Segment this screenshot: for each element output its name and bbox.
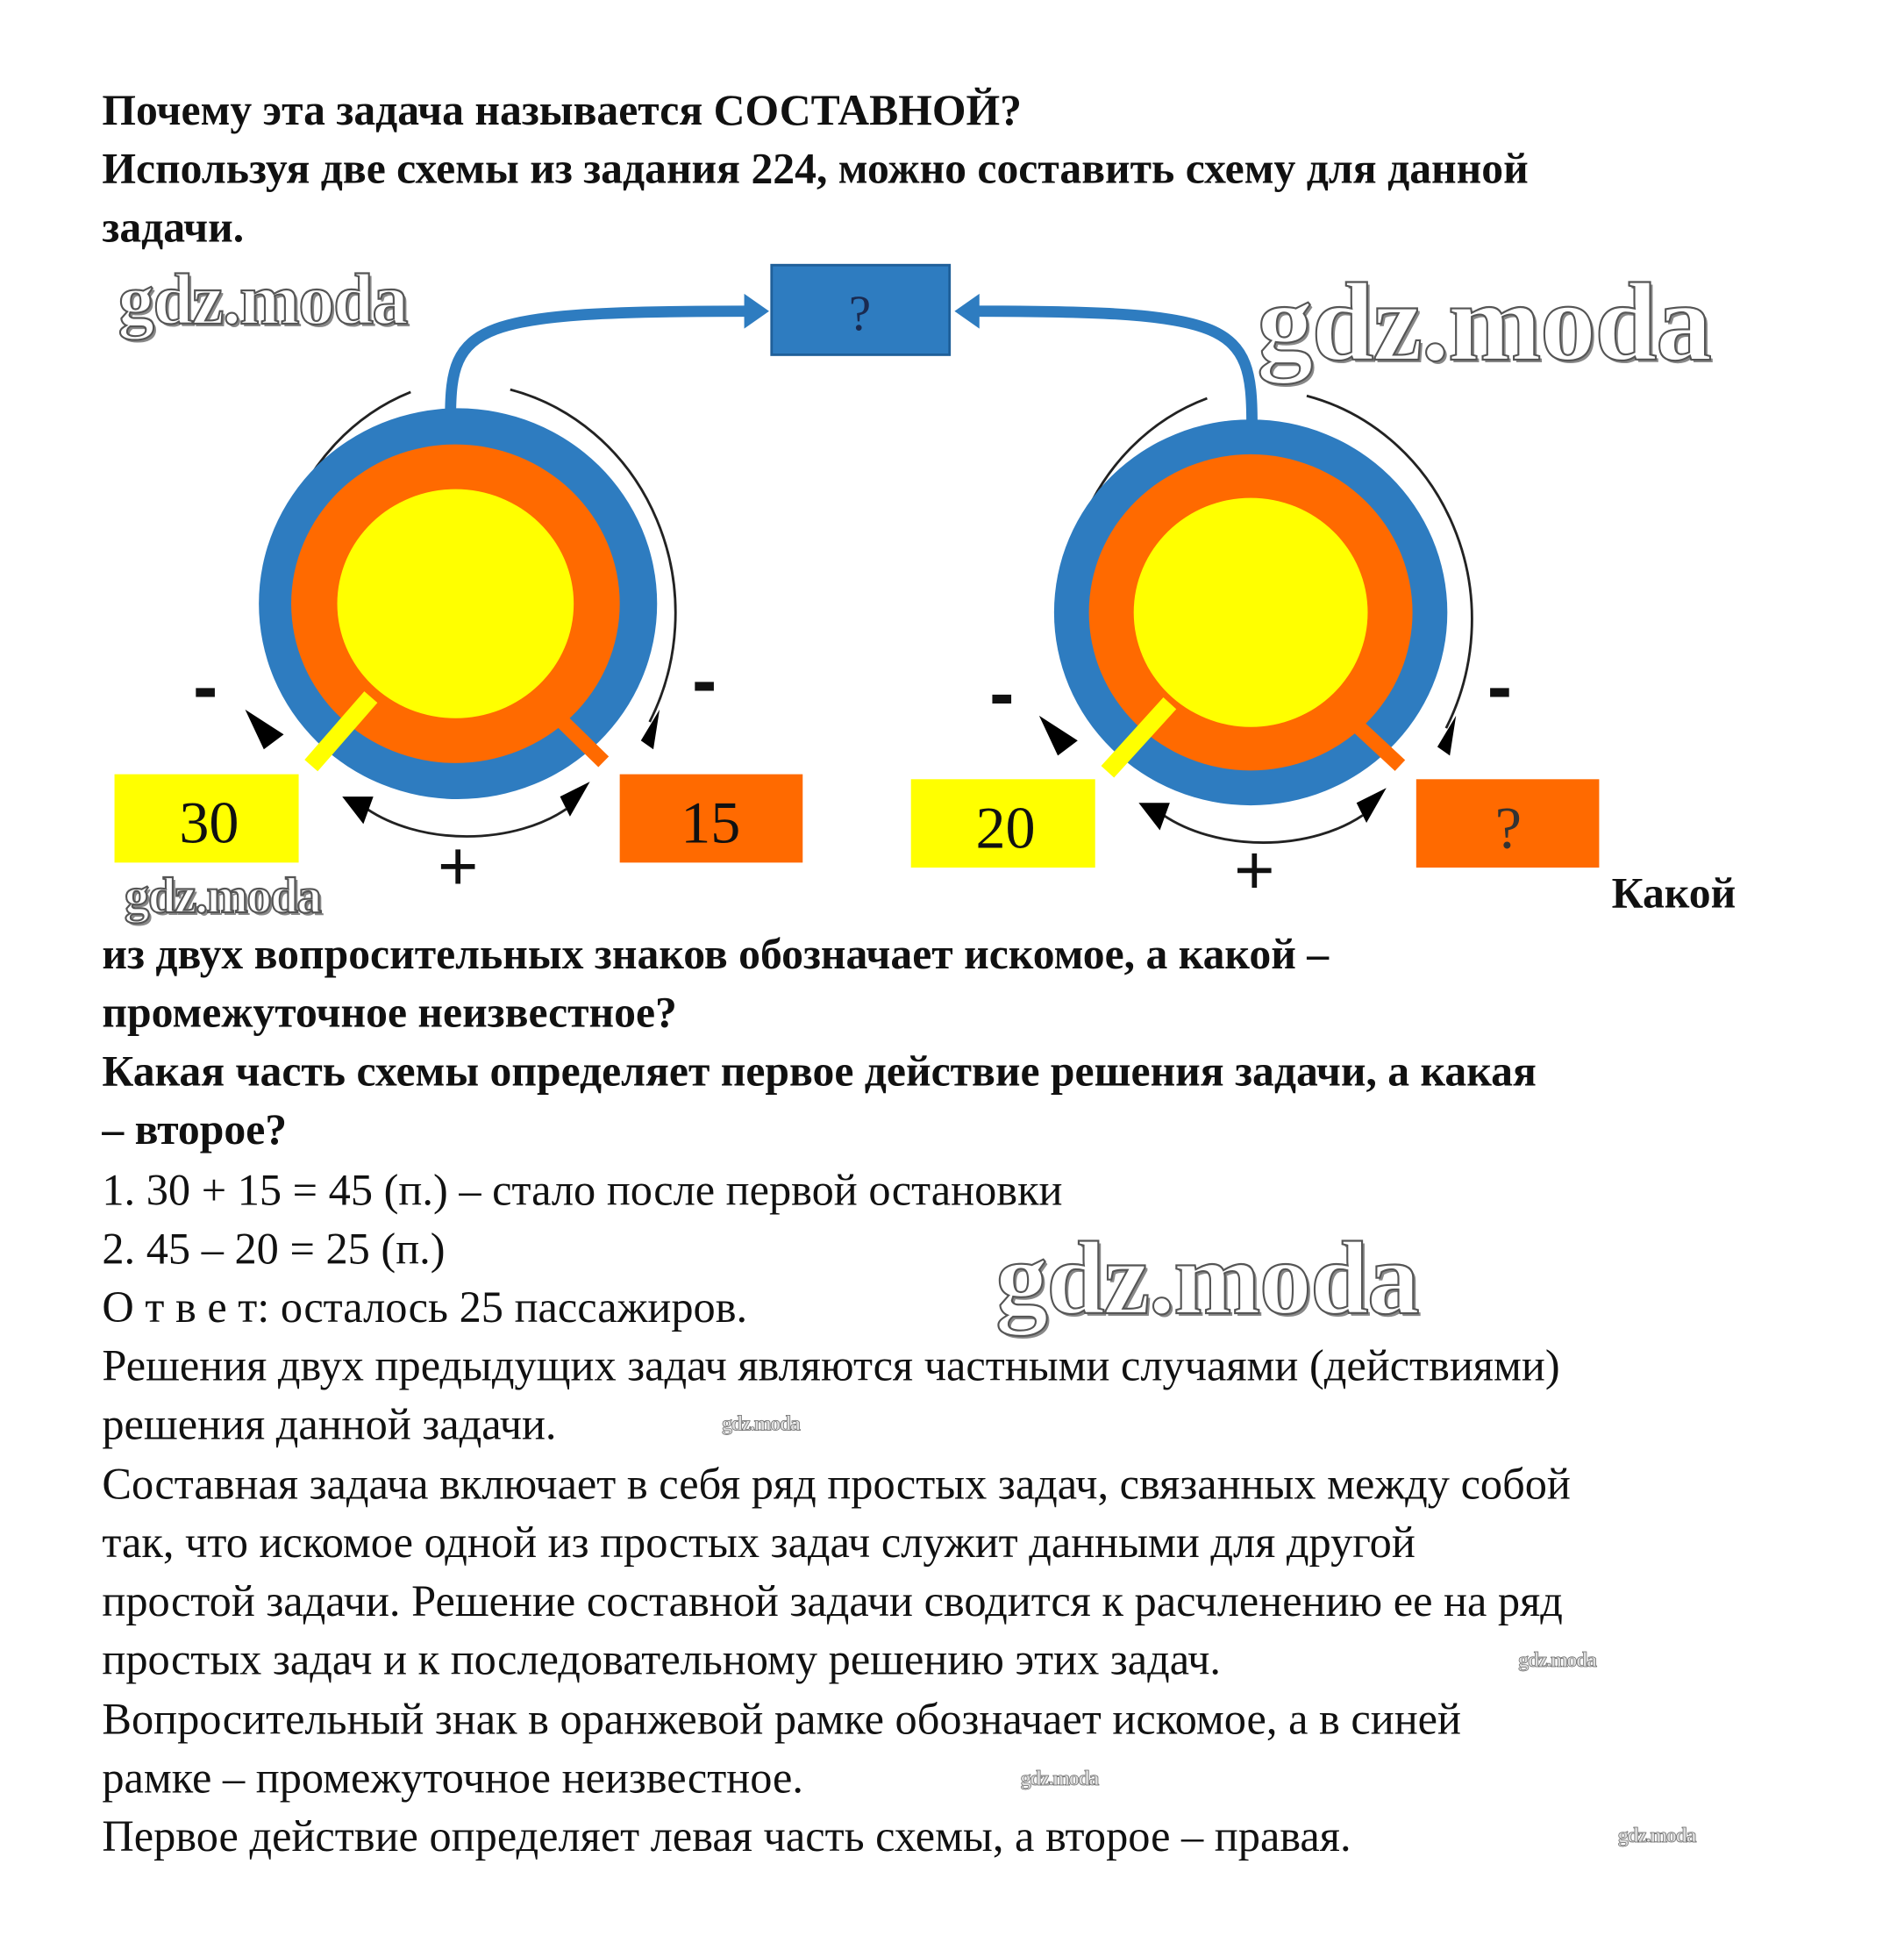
watermark: gdz.moda (118, 259, 410, 340)
plus-sign: + (1234, 831, 1274, 909)
top-question-box (770, 263, 952, 356)
minus-sign: - (193, 646, 217, 729)
minus-sign: - (692, 639, 717, 723)
watermark: gdz.moda (1020, 1766, 1100, 1790)
answer-line: рамке – промежуточное неизвестное. (102, 1752, 803, 1803)
question-line: промежуточное неизвестное? (102, 988, 677, 1038)
question-line: Какой (1611, 868, 1736, 918)
watermark: gdz.moda (1518, 1647, 1598, 1672)
right-scheme: 20 ? - - + (910, 394, 1600, 909)
minus-sign: - (989, 652, 1014, 735)
arrowhead-icon (744, 293, 769, 329)
right-connector-arrow (976, 305, 1258, 424)
answer-line: простой задачи. Решение составной задачи… (102, 1575, 1563, 1626)
orange-box-value: ? (1495, 794, 1522, 861)
answer-line: 1. 30 + 15 = 45 (п.) – стало после перво… (102, 1165, 1063, 1215)
answer-line: О т в е т: осталось 25 пассажиров. (102, 1282, 748, 1332)
answer-line: простых задач и к последовательному реше… (102, 1634, 1222, 1684)
answer-line: Вопросительный знак в оранжевой рамке об… (102, 1694, 1461, 1745)
watermark: gdz.moda (1617, 1823, 1697, 1847)
question-line: из двух вопросительных знаков обозначает… (102, 929, 1330, 979)
orange-box-value: 15 (681, 789, 740, 856)
yellow-box-value: 20 (975, 794, 1035, 861)
answer-line: Решения двух предыдущих задач являются ч… (102, 1340, 1560, 1391)
answer-line: Первое действие определяет левая часть с… (102, 1811, 1351, 1861)
heading-line: Почему эта задача называется СОСТАВНОЙ? (102, 85, 1022, 135)
answer-line: решения данной задачи. (102, 1398, 557, 1449)
yellow-box (910, 779, 1095, 868)
compound-task-diagram: ? 30 15 - - + (114, 263, 1600, 909)
top-box-label: ? (849, 286, 871, 341)
watermark: gdz.moda (995, 1221, 1421, 1338)
watermark: gdz.moda (1256, 261, 1713, 385)
yellow-box-value: 30 (179, 789, 239, 856)
heading-line: задачи. (102, 203, 245, 252)
answer-line: Составная задача включает в себя ряд про… (102, 1459, 1571, 1509)
watermark: gdz.moda (722, 1411, 802, 1436)
answer-line: так, что искомое одной из простых задач … (102, 1517, 1416, 1568)
orange-question-box (1416, 779, 1600, 868)
watermark: gdz.moda (124, 868, 323, 924)
left-connector-arrow (445, 305, 747, 418)
question-line: – второе? (102, 1105, 288, 1154)
heading-line: Используя две схемы из задания 224, можн… (102, 144, 1529, 193)
answer-line: 2. 45 – 20 = 25 (п.) (102, 1223, 446, 1274)
plus-sign: + (438, 827, 478, 905)
arrowhead-icon (954, 293, 980, 329)
minus-sign: - (1487, 646, 1512, 729)
question-line: Какая часть схемы определяет первое дейс… (102, 1047, 1537, 1096)
yellow-box (114, 774, 299, 863)
left-scheme: 30 15 - - + (114, 388, 803, 905)
orange-box (619, 774, 803, 863)
